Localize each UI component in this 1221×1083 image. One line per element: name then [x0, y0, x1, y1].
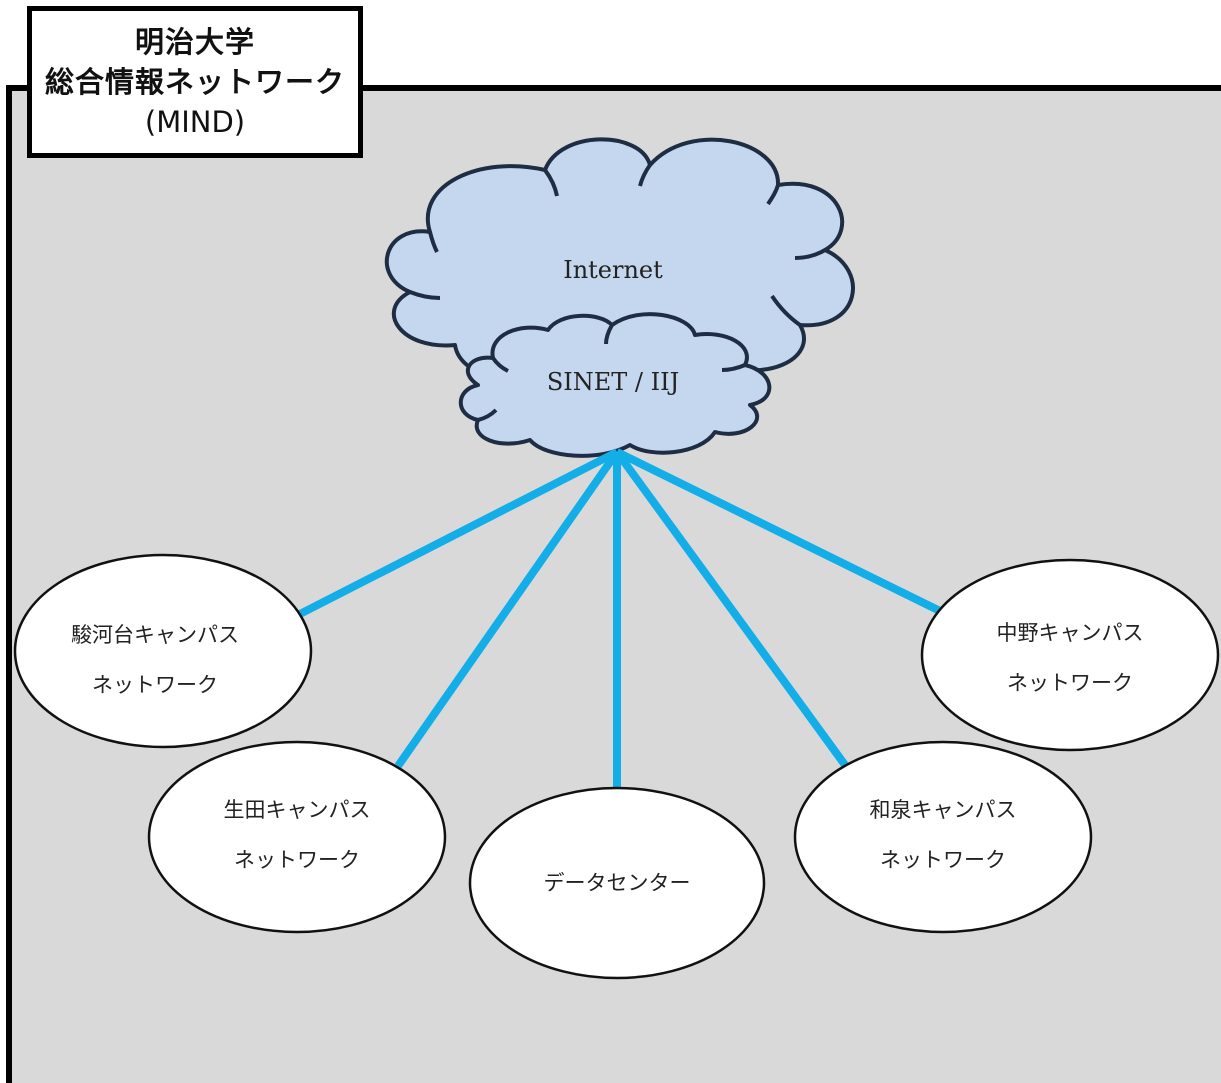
title-line-2: 総合情報ネットワーク — [44, 65, 345, 99]
internet-cloud-icon — [384, 137, 855, 392]
node-izumi — [793, 740, 1093, 934]
node-surugadai-label: 駿河台キャンパス ネットワーク — [40, 610, 270, 710]
link-izumi — [613, 449, 849, 768]
link-nakano — [615, 448, 944, 616]
link-surugadai — [294, 448, 619, 620]
sinet-iij-cloud-icon — [458, 312, 772, 458]
node-datacenter-line1: データセンター — [543, 871, 691, 895]
internet-label: Internet — [563, 256, 663, 284]
node-surugadai-line2: ネットワーク — [92, 673, 218, 697]
node-datacenter-label: データセンター — [500, 858, 734, 908]
node-datacenter — [468, 786, 766, 980]
node-surugadai-line1: 駿河台キャンパス — [71, 623, 239, 647]
node-izumi-line2: ネットワーク — [880, 848, 1006, 872]
title-line-1: 明治大学 — [134, 25, 255, 59]
node-izumi-line1: 和泉キャンパス — [869, 798, 1017, 822]
node-ikuta-line2: ネットワーク — [234, 848, 360, 872]
node-nakano-line1: 中野キャンパス — [996, 621, 1144, 645]
node-nakano — [920, 558, 1220, 752]
title-box: 明治大学 総合情報ネットワーク (MIND) — [27, 6, 363, 158]
node-nakano-label: 中野キャンパス ネットワーク — [955, 608, 1185, 708]
link-ikuta — [394, 449, 621, 769]
sinet-iij-label: SINET / IIJ — [546, 368, 680, 396]
node-surugadai — [13, 553, 313, 749]
node-ikuta-line1: 生田キャンパス — [223, 798, 371, 822]
node-ikuta — [147, 740, 447, 934]
links — [294, 448, 944, 800]
node-izumi-label: 和泉キャンパス ネットワーク — [828, 785, 1058, 885]
node-nakano-line2: ネットワーク — [1007, 671, 1133, 695]
node-ikuta-label: 生田キャンパス ネットワーク — [182, 785, 412, 885]
title-line-3: (MIND) — [144, 105, 246, 139]
